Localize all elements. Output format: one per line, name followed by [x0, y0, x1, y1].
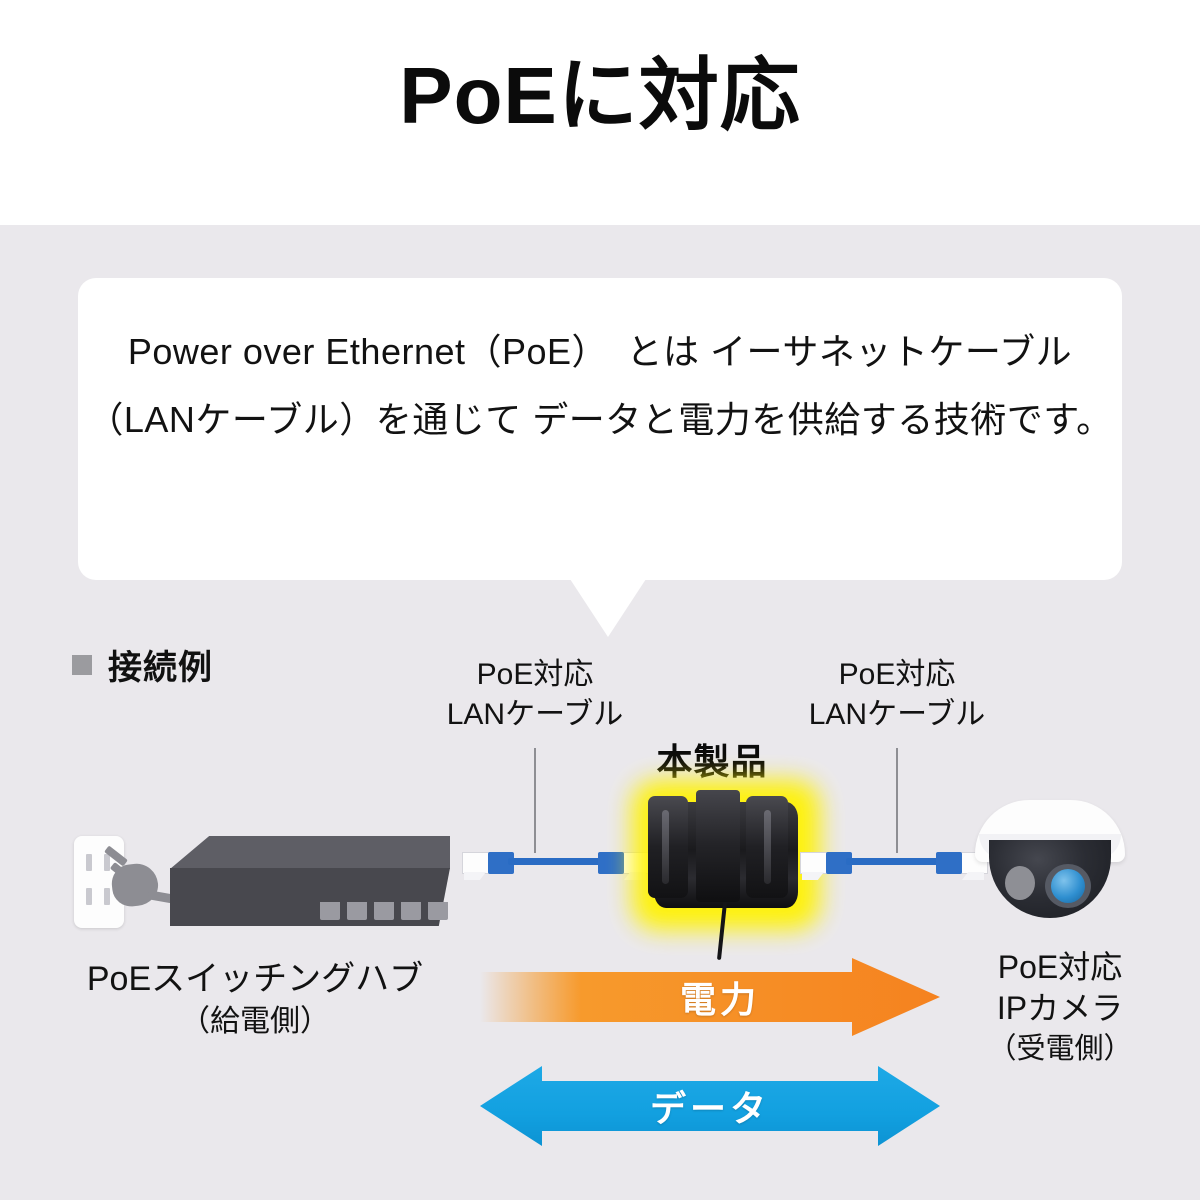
header-band: PoEに対応: [0, 0, 1200, 225]
ip-camera-image: [975, 800, 1125, 922]
hub-port: [347, 902, 367, 920]
rj45-tab: [464, 872, 486, 880]
lan-wire: [846, 858, 942, 865]
label-poe-lan-cable-right: PoE対応 LANケーブル: [808, 658, 986, 731]
callout-tail: [570, 579, 646, 637]
camera-ir-illuminator: [1005, 866, 1035, 900]
hub-label-secondary: （給電側）: [180, 1005, 330, 1038]
rj45-tab: [962, 872, 984, 880]
hub-port-group: [320, 902, 448, 920]
connection-example-heading: 接続例: [72, 640, 213, 689]
power-flow-arrow: 電力: [480, 958, 940, 1036]
label-poe-switching-hub: PoEスイッチングハブ （給電側）: [55, 957, 455, 1043]
outlet-slot: [104, 888, 110, 905]
power-arrow-shape: [480, 958, 940, 1036]
connector-center-band: [696, 790, 740, 902]
lan-cable-left: [462, 846, 650, 880]
data-flow-arrow: データ: [480, 1064, 940, 1148]
rj45-boot: [936, 852, 962, 874]
camera-label-line3: （受電側）: [987, 1033, 1133, 1065]
outlet-slot: [104, 854, 110, 871]
hub-port: [401, 902, 421, 920]
camera-dome: [989, 840, 1111, 918]
rj45-boot: [826, 852, 852, 874]
rj45-boot: [598, 852, 624, 874]
square-bullet-icon: [72, 654, 92, 675]
rj45-tab: [802, 872, 824, 880]
rj45-connector-icon: [462, 852, 514, 880]
outlet-slot: [86, 854, 92, 871]
definition-callout: Power over Ethernet（PoE） とは イーサネットケーブル（L…: [78, 278, 1122, 580]
page-title: PoEに対応: [399, 51, 801, 140]
waterproof-lan-connector-image: [632, 780, 820, 961]
connector-groove: [764, 810, 771, 884]
rj45-connector-icon: [800, 852, 852, 880]
hub-port: [320, 902, 340, 920]
section-heading-label: 接続例: [108, 649, 213, 687]
definition-text: Power over Ethernet（PoE） とは イーサネットケーブル（L…: [87, 331, 1113, 440]
lan-wire: [508, 858, 604, 865]
camera-label-line2: IPカメラ: [996, 990, 1124, 1026]
poe-switching-hub-image: [170, 836, 450, 930]
hub-port: [428, 902, 448, 920]
leader-line-right: [896, 748, 898, 853]
data-arrow-shape: [480, 1066, 940, 1146]
label-this-product: 本製品: [656, 741, 768, 782]
hub-top-face: [170, 836, 450, 869]
leader-line-left: [534, 748, 536, 853]
connector-groove: [662, 810, 669, 884]
hub-port: [374, 902, 394, 920]
rj45-boot: [488, 852, 514, 874]
outlet-slot: [86, 888, 92, 905]
camera-lens: [1051, 869, 1085, 903]
label-poe-ip-camera: PoE対応 IPカメラ （受電側）: [940, 947, 1180, 1070]
label-poe-lan-cable-left: PoE対応 LANケーブル: [446, 658, 624, 731]
lan-cable-right: [800, 846, 988, 880]
camera-label-line1: PoE対応: [997, 949, 1123, 985]
hub-label-primary: PoEスイッチングハブ: [86, 960, 424, 998]
